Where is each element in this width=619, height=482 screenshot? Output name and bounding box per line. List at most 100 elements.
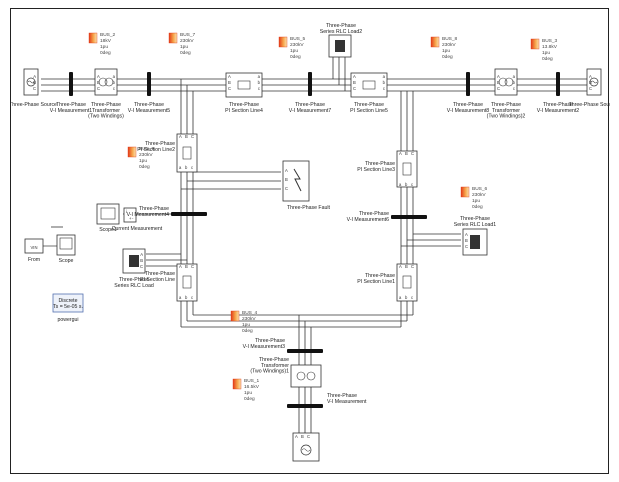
label-line: V-I Measurement8 [447, 108, 489, 114]
port-B: B [465, 238, 468, 243]
scope1[interactable] [96, 203, 120, 225]
port-C: C [228, 86, 231, 91]
label-line: Three-Phase [453, 102, 483, 108]
label-line: PI Section Line3 [357, 167, 395, 173]
port-B: B [33, 80, 36, 85]
vi-measurement8 [466, 72, 470, 96]
series-rlc-load[interactable] [122, 248, 146, 274]
label-line: Three-Phase [119, 277, 149, 283]
port-B: B [185, 264, 188, 269]
label-line: V-I Measurement4 [127, 212, 169, 218]
port-C: C [411, 264, 414, 269]
port-c: c [191, 295, 193, 300]
scope[interactable] [56, 234, 76, 256]
label-line: Three-Phase [354, 102, 384, 108]
label-line: (Two Windings)2 [487, 114, 526, 120]
label-current: Current Measurement [112, 226, 163, 232]
label-line: Three-Phase [491, 102, 521, 108]
bus-name: BUS_9 [139, 146, 155, 152]
port-B: B [353, 80, 356, 85]
port-B: B [301, 434, 304, 439]
port-C: C [191, 264, 194, 269]
port-A: A [353, 74, 356, 79]
label-line: V-I Measurement6 [347, 217, 389, 223]
bus-param: 0deg [290, 54, 301, 60]
label-line: Transformer [261, 363, 289, 369]
bus-param: 1pu [242, 322, 250, 328]
series-rlc-load1[interactable] [462, 228, 488, 256]
label-line: Three-Phase [327, 393, 357, 399]
powergui-block[interactable] [52, 293, 84, 313]
label-line: Three-Phase [56, 102, 86, 108]
bus-param: 230kV [242, 316, 256, 322]
label-line: PI Section Line1 [357, 279, 395, 285]
transformer-two-windings1[interactable] [290, 364, 322, 388]
port-A: A [295, 434, 298, 439]
pi-section-line4[interactable] [225, 72, 263, 98]
label-line: Three-Phase [460, 216, 490, 222]
label-line: From [28, 257, 40, 263]
three-phase-source1[interactable] [23, 68, 39, 96]
transformer-two-windings[interactable] [94, 68, 118, 96]
port-a: a [113, 74, 116, 79]
port-a: a [258, 74, 261, 79]
port-A: A [228, 74, 231, 79]
port-b: b [185, 295, 188, 300]
port-a: a [399, 295, 402, 300]
powergui-text: Discrete [58, 298, 77, 304]
bus-name: BUS_7 [180, 32, 196, 38]
vi-measurement-bars[interactable] [69, 72, 560, 408]
label-line: Three-Phase [145, 141, 175, 147]
bus-param: 0deg [100, 50, 111, 56]
bus-param: 0deg [542, 56, 553, 62]
bus-name: BUS_4 [242, 310, 258, 316]
label-line: PI Section Line4 [225, 108, 263, 114]
three-phase-source[interactable] [292, 432, 320, 462]
port-A: A [33, 74, 36, 79]
pi-section-line[interactable] [176, 263, 198, 302]
pi-section-line3[interactable] [396, 150, 418, 188]
port-C: C [307, 434, 310, 439]
label-line: Three-Phase [326, 23, 356, 29]
pi-section-line5[interactable] [350, 72, 388, 98]
label-line: PI Section Line5 [350, 108, 388, 114]
label-line: Current Measurement [112, 226, 163, 232]
port-c: c [191, 165, 193, 170]
bus-param: 1pu [290, 48, 298, 54]
current-measurement[interactable] [123, 207, 137, 223]
pi-section-line2[interactable] [176, 133, 198, 173]
label-line: Series RLC Load [114, 283, 154, 289]
bus-name: BUS_5 [290, 36, 306, 42]
label-src1: Three-Phase Source [9, 102, 57, 108]
three-phase-fault[interactable] [282, 160, 310, 202]
transformer-two-windings2[interactable] [494, 68, 518, 96]
port-A: A [497, 74, 500, 79]
pi-section-line1[interactable] [396, 263, 418, 302]
vi-measurement [287, 404, 323, 408]
port-B: B [405, 151, 408, 156]
three-phase-source2[interactable] [586, 68, 602, 96]
port-A: A [285, 168, 288, 173]
vi-measurement2 [556, 72, 560, 96]
vi-measurement3 [287, 349, 323, 353]
vi-measurement1 [69, 72, 73, 96]
series-rlc-load2[interactable] [328, 34, 352, 58]
bus-param: 230kV [472, 192, 486, 198]
label-from: From [28, 257, 40, 263]
